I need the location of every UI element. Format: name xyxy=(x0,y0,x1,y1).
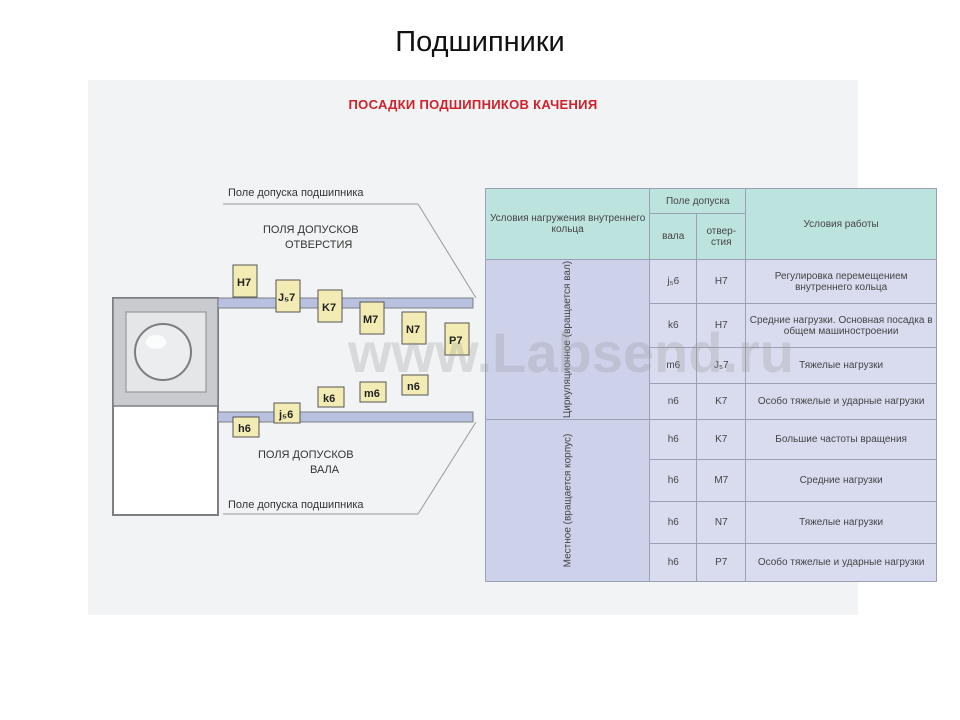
cell-shaft: h6 xyxy=(649,543,698,582)
shaft-tolerance-fields: h6 j₅6 k6 m6 n6 xyxy=(232,374,429,438)
hole-field-label: M7 xyxy=(363,314,378,326)
shaft-field-label: n6 xyxy=(407,381,420,393)
bearing-diagram: Поле допуска подшипника ПОЛЯ ДОПУСКОВ ОТ… xyxy=(112,187,477,516)
slide-title: Подшипники xyxy=(395,26,565,58)
table-row: h6 P7 Особо тяжелые и ударные нагрузки xyxy=(486,543,937,582)
cell-conditions: Тяжелые нагрузки xyxy=(745,347,937,384)
leader-top-diag xyxy=(417,203,477,299)
table-row: k6 H7 Средние нагрузки. Основная посадка… xyxy=(486,303,937,348)
hole-field-label: P7 xyxy=(449,335,462,347)
cell-hole: K7 xyxy=(696,419,747,460)
group-circulating: Циркуляционное (вращается вал) xyxy=(484,259,651,420)
shaft-field-box xyxy=(232,416,260,438)
hole-field-label: H7 xyxy=(237,277,251,289)
cell-conditions: Средние нагрузки. Основная посадка в общ… xyxy=(745,303,937,348)
cell-shaft: n6 xyxy=(649,383,698,420)
cell-hole: P7 xyxy=(696,543,747,582)
table-row: n6 K7 Особо тяжелые и ударные нагрузки xyxy=(486,383,937,420)
ball-highlight xyxy=(146,335,166,349)
cell-shaft: j₅6 xyxy=(649,259,698,304)
shaft-field-box xyxy=(359,381,387,403)
cell-hole: H7 xyxy=(696,259,747,304)
hole-field-label: K7 xyxy=(322,302,336,314)
figure-panel: ПОСАДКИ ПОДШИПНИКОВ КАЧЕНИЯ Поле допуска… xyxy=(88,80,937,615)
cell-hole: M7 xyxy=(696,459,747,502)
hole-bar xyxy=(217,297,474,309)
label-shaft-fields-2: ВАЛА xyxy=(310,464,340,476)
shaft-field-label: h6 xyxy=(238,423,251,435)
header-work-conditions: Условия работы xyxy=(745,188,937,260)
cell-hole: H7 xyxy=(696,303,747,348)
label-bearing-field-bottom: Поле допуска подшипника xyxy=(228,499,364,511)
cell-shaft: h6 xyxy=(649,501,698,544)
fits-table: Условия нагружения внутреннего кольца По… xyxy=(484,188,937,582)
bearing-ball xyxy=(134,323,192,381)
hole-field-label: N7 xyxy=(406,324,420,336)
header-tolerance-field: Поле допуска xyxy=(649,188,747,214)
cell-conditions: Особо тяжелые и ударные нагрузки xyxy=(745,383,937,420)
hole-field-box xyxy=(444,322,470,356)
header-load-conditions: Условия нагружения внутреннего кольца xyxy=(484,188,651,260)
table-row: Циркуляционное (вращается вал) j₅6 H7 Ре… xyxy=(484,259,937,420)
cell-shaft: m6 xyxy=(649,347,698,384)
hole-tolerance-fields: H7 J₅7 K7 M7 N7 P7 xyxy=(232,264,470,356)
cell-shaft: k6 xyxy=(649,303,698,348)
group-local: Местное (вращается корпус) xyxy=(484,419,651,582)
cell-conditions: Особо тяжелые и ударные нагрузки xyxy=(745,543,937,582)
hole-field-box xyxy=(232,264,258,298)
hole-field-box xyxy=(401,311,427,345)
hole-field-box xyxy=(275,279,301,313)
shaft-field-label: j₅6 xyxy=(278,409,293,421)
cell-shaft: h6 xyxy=(649,419,698,460)
hole-field-box xyxy=(359,301,385,335)
shaft-bar xyxy=(217,411,474,423)
cell-conditions: Большие частоты вращения xyxy=(745,419,937,460)
group-label: Местное (вращается корпус) xyxy=(562,433,574,568)
hole-field-label: J₅7 xyxy=(278,292,295,304)
table-row: Местное (вращается корпус) h6 K7 Большие… xyxy=(484,419,937,582)
table-row: m6 J₅7 Тяжелые нагрузки xyxy=(486,347,937,384)
cell-conditions: Регулировка перемещением внутреннего кол… xyxy=(745,259,937,304)
label-shaft-fields-1: ПОЛЯ ДОПУСКОВ xyxy=(258,449,354,461)
label-hole-fields-2: ОТВЕРСТИЯ xyxy=(285,239,352,251)
cell-hole: N7 xyxy=(696,501,747,544)
label-hole-fields-1: ПОЛЯ ДОПУСКОВ xyxy=(263,224,359,236)
cell-conditions: Средние нагрузки xyxy=(745,459,937,502)
cell-hole: J₅7 xyxy=(696,347,747,384)
shaft-field-box xyxy=(401,374,429,396)
header-shaft: вала xyxy=(649,213,698,260)
header-hole: отвер-стия xyxy=(696,213,747,260)
hole-field-box xyxy=(317,289,343,323)
shaft-field-box xyxy=(273,402,301,424)
cell-hole: K7 xyxy=(696,383,747,420)
cell-shaft: h6 xyxy=(649,459,698,502)
leader-bottom-diag xyxy=(417,421,477,515)
figure-title: ПОСАДКИ ПОДШИПНИКОВ КАЧЕНИЯ xyxy=(348,97,598,112)
shaft-field-box xyxy=(317,386,345,408)
shaft-field-label: m6 xyxy=(364,388,380,400)
label-bearing-field-top: Поле допуска подшипника xyxy=(228,187,364,199)
shaft-field-label: k6 xyxy=(323,393,335,405)
cell-conditions: Тяжелые нагрузки xyxy=(745,501,937,544)
group-label: Циркуляционное (вращается вал) xyxy=(562,260,574,419)
